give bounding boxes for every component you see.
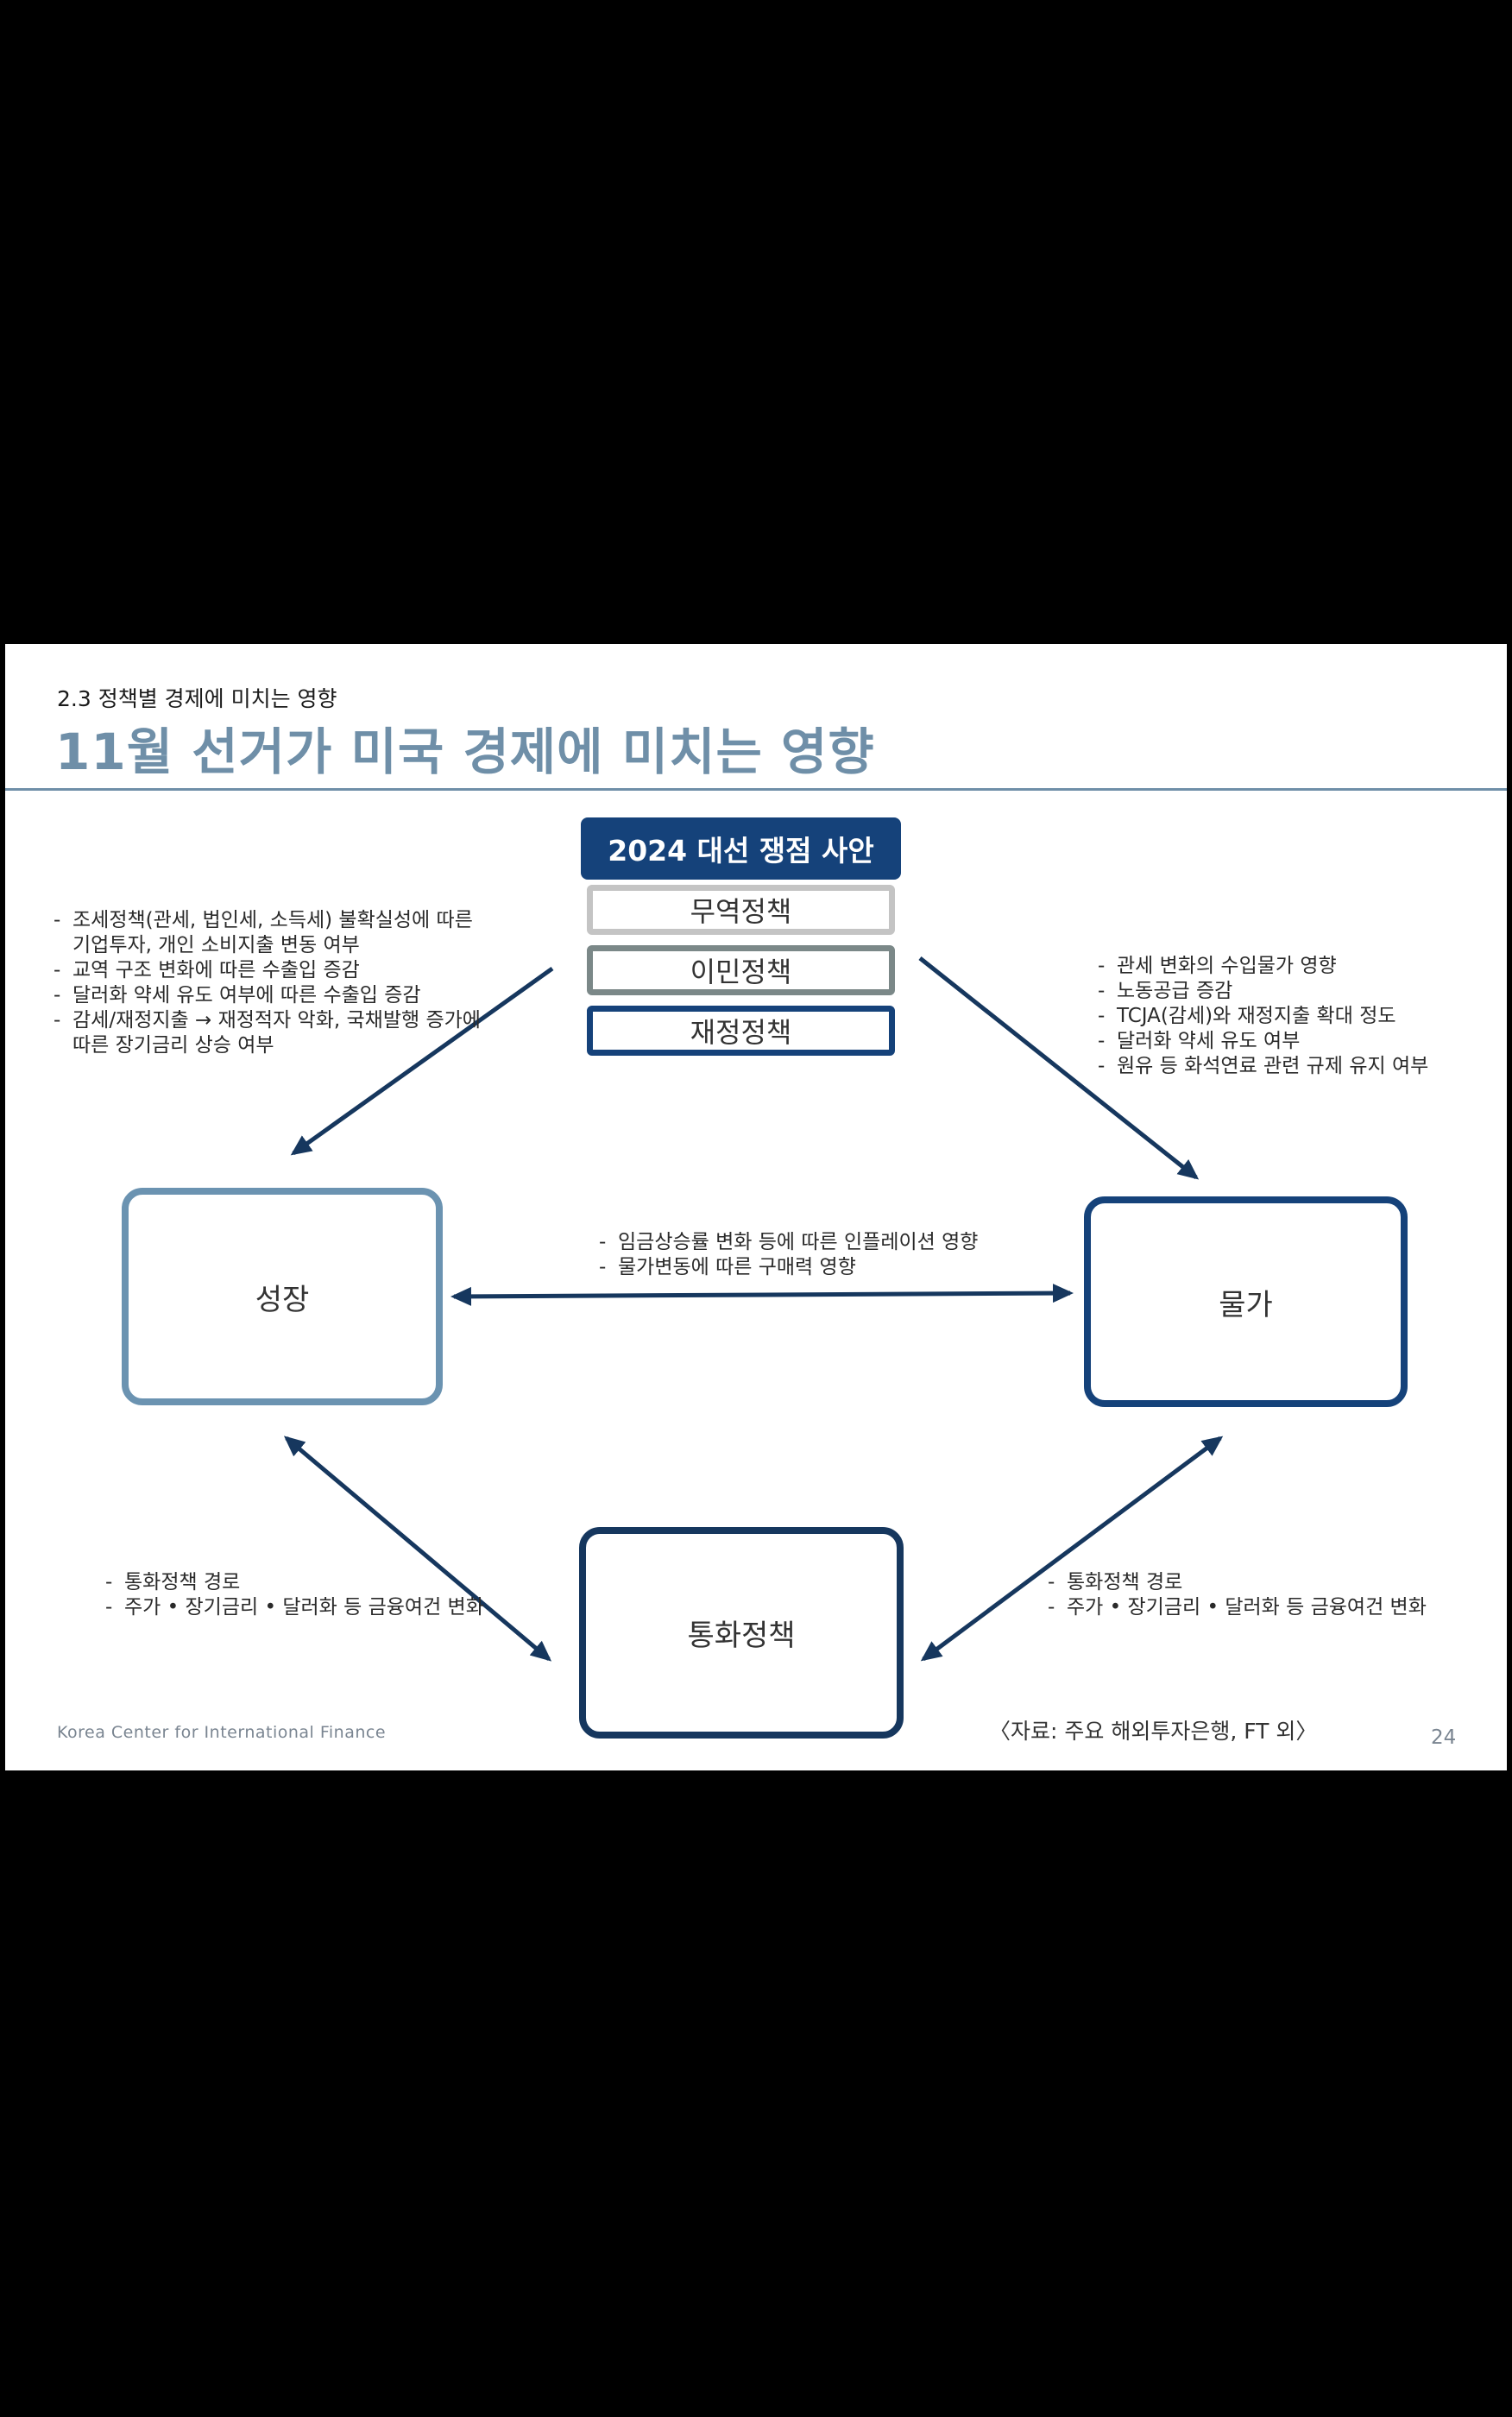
list-item: 주가 • 장기금리 • 달러화 등 금융여건 변화 [1048,1595,1427,1620]
list-item: 노동공급 증감 [1098,979,1428,1004]
list-item: 주가 • 장기금리 • 달러화 등 금융여건 변화 [105,1595,484,1620]
arrow-issues-to-growth [290,966,554,1156]
issue-immigration-policy: 이민정책 [587,945,895,995]
list-item: 따른 장기금리 상승 여부 [72,1034,274,1057]
arrow-price-monetary [920,1436,1224,1662]
footer-source: 〈자료: 주요 해외투자은행, FT 외〉 [989,1719,1318,1744]
arrow-growth-monetary [283,1436,552,1662]
node-monetary-policy: 통화정책 [579,1527,904,1739]
issue-trade-policy: 무역정책 [587,885,895,935]
node-growth: 성장 [122,1188,443,1405]
growth-monetary-link-list: 통화정책 경로 주가 • 장기금리 • 달러화 등 금융여건 변화 [105,1570,484,1620]
issues-header: 2024 대선 쟁점 사안 [581,817,901,880]
page-number: 24 [1431,1726,1457,1749]
list-item: 원유 등 화석연료 관련 규제 유지 여부 [1098,1054,1428,1079]
slide: 2.3 정책별 경제에 미치는 영향 11월 선거가 미국 경제에 미치는 영향… [5,644,1507,1770]
list-item: 감세/재정지출 → 재정적자 악화, 국채발행 증가에 [54,1008,481,1033]
issue-fiscal-policy: 재정정책 [587,1006,895,1056]
arrow-growth-price [450,1284,1074,1306]
list-item: 물가변동에 따른 구매력 영향 [599,1255,978,1280]
list-item: 달러화 약세 유도 여부에 따른 수출입 증감 [54,983,481,1008]
price-monetary-link-list: 통화정책 경로 주가 • 장기금리 • 달러화 등 금융여건 변화 [1048,1570,1427,1620]
growth-factors-list: 조세정책(관세, 법인세, 소득세) 불확실성에 따른 기업투자, 개인 소비지… [54,908,481,1058]
price-factors-list: 관세 변화의 수입물가 영향 노동공급 증감 TCJA(감세)와 재정지출 확대… [1098,954,1428,1079]
list-item: 교역 구조 변화에 따른 수출입 증감 [54,958,481,983]
page-title: 11월 선거가 미국 경제에 미치는 영향 [55,723,875,781]
node-price: 물가 [1084,1196,1408,1407]
list-item: 통화정책 경로 [1048,1570,1427,1595]
list-item: 기업투자, 개인 소비지출 변동 여부 [72,934,360,956]
list-item: 통화정책 경로 [105,1570,484,1595]
title-divider [5,788,1507,791]
list-item: 조세정책(관세, 법인세, 소득세) 불확실성에 따른 [54,908,481,933]
arrow-issues-to-price [918,956,1200,1180]
list-item: TCJA(감세)와 재정지출 확대 정도 [1098,1004,1428,1029]
footer-organization: Korea Center for International Finance [57,1723,387,1742]
list-item: 관세 변화의 수입물가 영향 [1098,954,1428,979]
list-item: 임금상승률 변화 등에 따른 인플레이션 영향 [599,1230,978,1255]
arrow-layer [283,956,1224,1662]
growth-price-link-list: 임금상승률 변화 등에 따른 인플레이션 영향 물가변동에 따른 구매력 영향 [599,1230,978,1280]
section-label: 2.3 정책별 경제에 미치는 영향 [57,686,337,711]
list-item: 달러화 약세 유도 여부 [1098,1029,1428,1054]
